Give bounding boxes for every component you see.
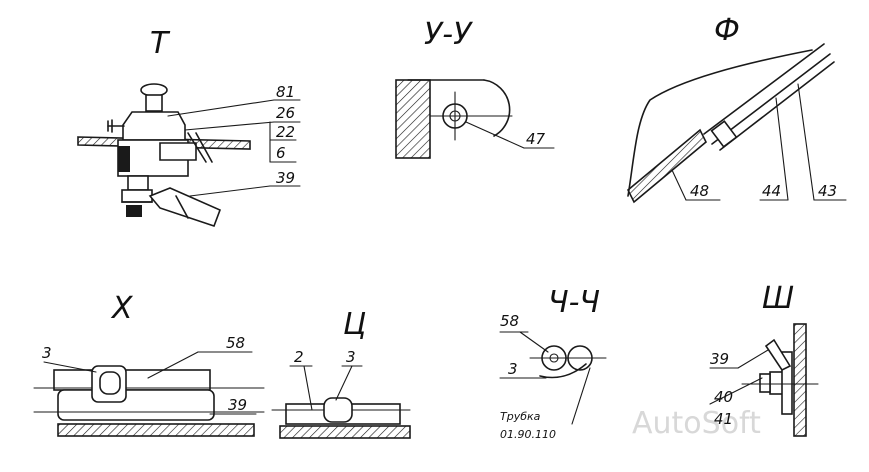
view-uu-label-47: 47 bbox=[526, 130, 546, 148]
view-ts-clamp-3 bbox=[323, 397, 353, 423]
view-x-tube bbox=[57, 389, 215, 421]
view-sh-clip bbox=[764, 338, 792, 372]
view-t-knob-stem bbox=[145, 94, 163, 112]
view-f-label-44: 44 bbox=[762, 182, 781, 200]
view-uu: У-У 47 bbox=[395, 17, 555, 159]
view-t-label-6: 6 bbox=[276, 144, 286, 162]
view-sh-title: Ш bbox=[762, 281, 794, 316]
view-t-upper-body bbox=[122, 111, 186, 141]
view-ts: Ц 2 3 bbox=[271, 307, 411, 439]
view-x-upper-rail bbox=[53, 369, 211, 391]
view-ch-note-line2: 01.90.110 bbox=[500, 428, 556, 441]
view-ch-label-3: 3 bbox=[508, 360, 518, 378]
view-sh-wall bbox=[793, 323, 807, 437]
view-ch-note-line1: Трубка bbox=[500, 410, 541, 423]
view-f-title: Ф bbox=[714, 13, 740, 48]
view-ts-label-3: 3 bbox=[346, 348, 356, 366]
view-x-label-39: 39 bbox=[228, 396, 247, 414]
view-uu-clip-47 bbox=[483, 79, 511, 137]
view-t-label-81: 81 bbox=[276, 83, 295, 101]
view-t-knob bbox=[140, 83, 168, 97]
view-t-bracket-39 bbox=[148, 187, 222, 228]
view-sh: Ш 39 40 41 bbox=[709, 281, 819, 437]
view-ts-title: Ц bbox=[343, 307, 366, 342]
watermark: AutoSoft bbox=[632, 406, 761, 441]
view-ch-title: Ч-Ч bbox=[548, 285, 600, 320]
view-f-label-48: 48 bbox=[690, 182, 709, 200]
view-t-label-26: 26 bbox=[276, 104, 295, 122]
view-t-clip bbox=[159, 142, 197, 161]
view-t-label-22: 22 bbox=[276, 123, 295, 141]
view-f-label-43: 43 bbox=[818, 182, 837, 200]
view-sh-label-41: 41 bbox=[714, 410, 733, 428]
view-sh-label-40: 40 bbox=[714, 388, 733, 406]
view-f-section-48 bbox=[627, 128, 707, 204]
view-sh-label-39: 39 bbox=[710, 350, 729, 368]
view-t-label-39: 39 bbox=[276, 169, 295, 187]
view-ch-label-58: 58 bbox=[500, 312, 519, 330]
view-uu-title: У-У bbox=[424, 17, 473, 52]
view-x-label-58: 58 bbox=[226, 334, 245, 352]
view-ts-label-2: 2 bbox=[294, 348, 304, 366]
view-f-block-44 bbox=[710, 120, 738, 148]
view-x-base bbox=[57, 423, 255, 437]
view-ts-base bbox=[279, 425, 411, 439]
view-sh-bracket-39 bbox=[781, 351, 793, 415]
view-t-bolt-head bbox=[127, 175, 149, 191]
view-f: Ф 48 44 43 bbox=[627, 13, 847, 204]
view-t: Т 81 26 bbox=[77, 26, 301, 228]
view-t-title: Т bbox=[150, 26, 171, 61]
view-ch-clip-3 bbox=[539, 363, 587, 379]
view-x: Х 3 58 39 bbox=[33, 291, 265, 437]
view-ch: Ч-Ч 58 3 Трубка 01.90.110 bbox=[499, 285, 607, 441]
view-x-label-3: 3 bbox=[42, 344, 52, 362]
view-sh-washer-41 bbox=[759, 373, 771, 393]
view-f-outline bbox=[627, 49, 813, 197]
view-x-title: Х bbox=[110, 291, 134, 326]
view-uu-wall bbox=[395, 79, 431, 159]
